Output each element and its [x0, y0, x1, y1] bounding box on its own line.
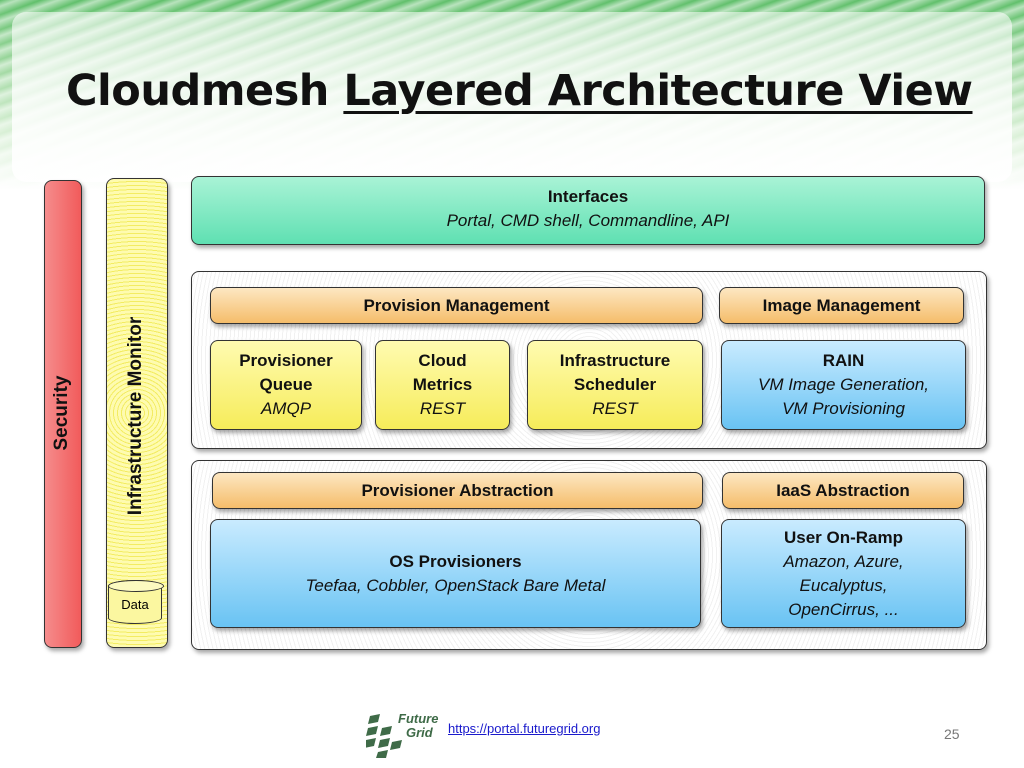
- cloud-metrics-title-2: Metrics: [412, 375, 473, 394]
- rain-line-1: VM Image Generation,: [757, 375, 930, 394]
- title-panel: [12, 12, 1012, 182]
- infrastructure-scheduler-subtitle: REST: [592, 399, 638, 418]
- cloud-metrics-title-1: Cloud: [418, 351, 467, 370]
- iaas-abstraction-label: IaaS Abstraction: [776, 480, 910, 500]
- infrastructure-scheduler-title-2: Scheduler: [573, 375, 657, 394]
- provisioner-queue-box: Provisioner Queue AMQP: [210, 340, 362, 430]
- interfaces-box: Interfaces Portal, CMD shell, Commandlin…: [191, 176, 985, 245]
- os-provisioners-box: OS Provisioners Teefaa, Cobbler, OpenSta…: [210, 519, 701, 628]
- provision-management-bar: Provision Management: [210, 287, 703, 324]
- data-store-icon: Data: [107, 579, 164, 624]
- iaas-abstraction-bar: IaaS Abstraction: [722, 472, 964, 509]
- slide-title: Cloudmesh Layered Architecture View: [66, 66, 973, 116]
- infrastructure-scheduler-box: Infrastructure Scheduler REST: [527, 340, 703, 430]
- cloud-metrics-subtitle: REST: [419, 399, 466, 418]
- logo-text-line-2: Grid: [406, 725, 434, 740]
- provisioner-queue-subtitle: AMQP: [260, 399, 312, 418]
- cloud-metrics-box: Cloud Metrics REST: [375, 340, 510, 430]
- user-onramp-box: User On-Ramp Amazon, Azure, Eucalyptus, …: [721, 519, 966, 628]
- os-provisioners-subtitle: Teefaa, Cobbler, OpenStack Bare Metal: [305, 575, 606, 595]
- futuregrid-logo: Future Grid: [366, 711, 438, 758]
- logo-text-line-1: Future: [398, 711, 438, 726]
- title-plain: Cloudmesh: [66, 66, 344, 116]
- provision-management-label: Provision Management: [363, 295, 550, 315]
- infrastructure-monitor-bar: [106, 178, 168, 648]
- interfaces-title: Interfaces: [547, 187, 629, 206]
- interfaces-subtitle: Portal, CMD shell, Commandline, API: [446, 211, 730, 230]
- infrastructure-scheduler-title-1: Infrastructure: [559, 351, 671, 370]
- image-management-bar: Image Management: [719, 287, 964, 324]
- user-onramp-line-1: Amazon, Azure,: [783, 551, 904, 571]
- image-management-label: Image Management: [762, 295, 921, 315]
- provisioner-queue-title-1: Provisioner: [239, 351, 333, 370]
- os-provisioners-title: OS Provisioners: [389, 551, 522, 571]
- security-bar: [44, 180, 82, 648]
- provisioner-abstraction-label: Provisioner Abstraction: [361, 480, 554, 500]
- data-store-label: Data: [121, 596, 149, 612]
- user-onramp-line-2: Eucalyptus,: [799, 575, 888, 595]
- provisioner-abstraction-bar: Provisioner Abstraction: [212, 472, 703, 509]
- rain-line-2: VM Provisioning: [782, 399, 905, 418]
- page-number: 25: [944, 726, 960, 742]
- portal-link[interactable]: https://portal.futuregrid.org: [448, 721, 601, 736]
- user-onramp-title: User On-Ramp: [783, 527, 904, 547]
- security-label: Security: [51, 375, 72, 451]
- provisioner-queue-title-2: Queue: [259, 375, 313, 394]
- rain-title: RAIN: [822, 351, 865, 370]
- title-underlined: Layered Architecture View: [343, 66, 973, 116]
- user-onramp-line-3: OpenCirrus, ...: [788, 599, 899, 619]
- rain-box: RAIN VM Image Generation, VM Provisionin…: [721, 340, 966, 430]
- infrastructure-monitor-label: Infrastructure Monitor: [125, 316, 146, 516]
